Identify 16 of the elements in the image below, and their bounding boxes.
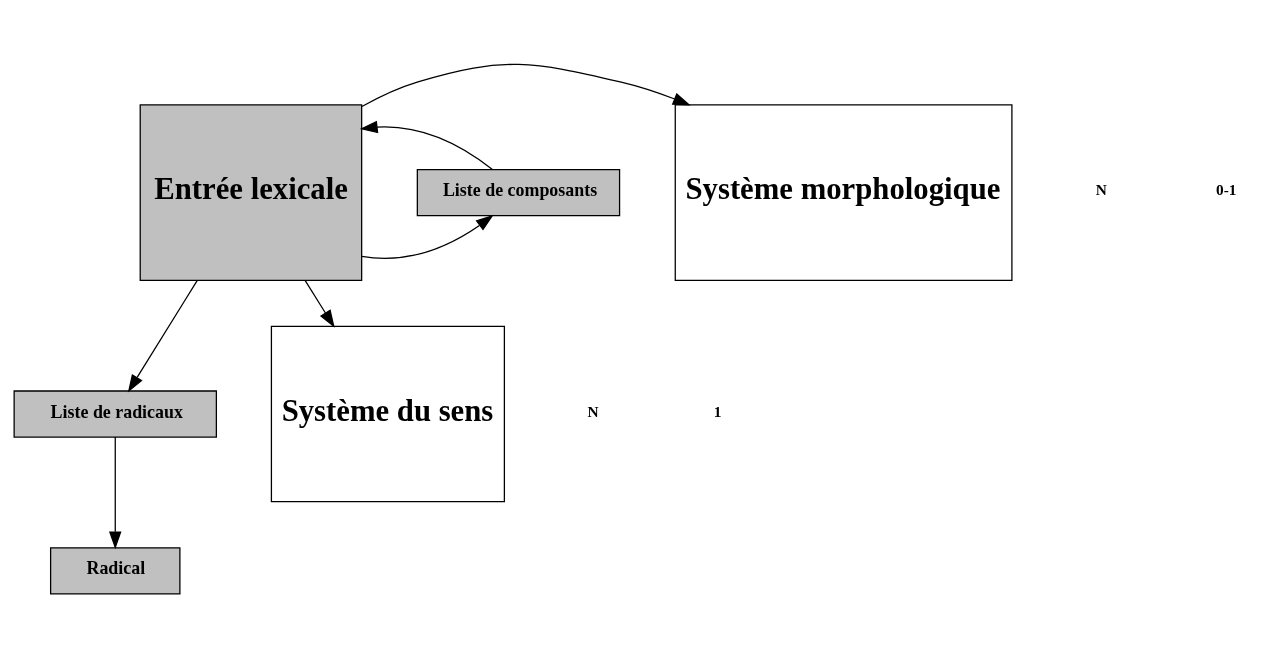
label: 1	[713, 402, 722, 420]
arrow	[361, 214, 494, 259]
label: N	[1095, 181, 1107, 199]
arrow	[304, 279, 335, 328]
node-box: Radical	[49, 547, 181, 595]
arrow	[359, 120, 493, 170]
label: 0-1	[1216, 181, 1237, 199]
node-box: Entrée lexicale	[139, 104, 363, 281]
node-box: Système morphologique	[674, 104, 1013, 281]
node-box: Liste de composants	[416, 168, 621, 217]
arrow	[127, 279, 198, 393]
label: N	[587, 402, 599, 420]
node-box: Système du sens	[270, 325, 505, 503]
node-box: Liste de radicaux	[13, 390, 217, 438]
arrow	[361, 63, 691, 108]
arrow	[108, 436, 122, 550]
